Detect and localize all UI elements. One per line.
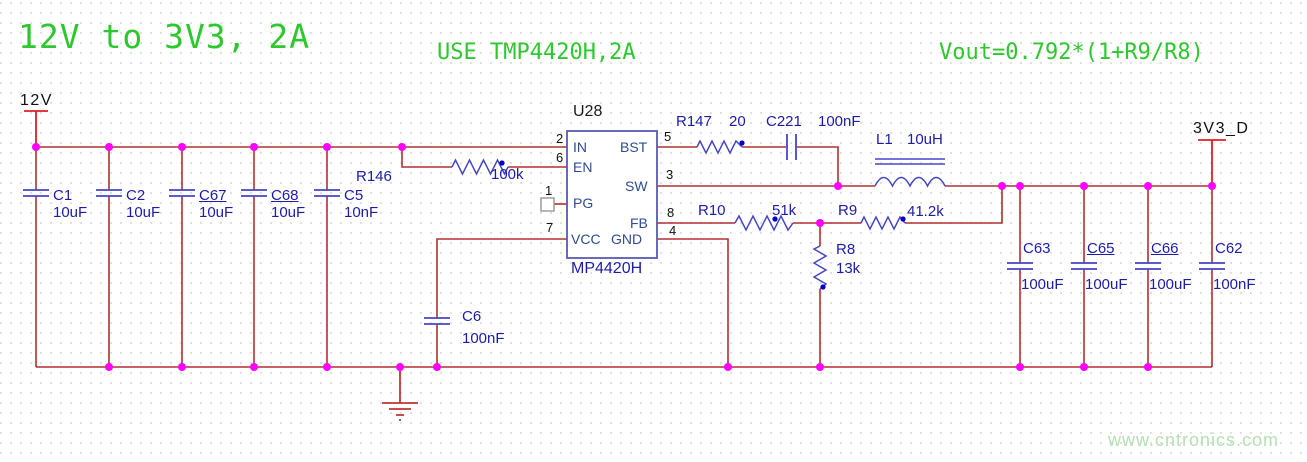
wire-bst xyxy=(657,146,839,186)
cap-c5-value: 10nF xyxy=(344,204,379,221)
power-port-12v xyxy=(24,110,48,147)
wire-gnd-pin xyxy=(657,238,729,367)
resistor-r9-value: 41.2k xyxy=(907,203,944,220)
cap-c66-value: 100uF xyxy=(1149,276,1192,293)
net-label-12v: 12V xyxy=(20,92,53,109)
resistor-symbol-r146 xyxy=(451,158,509,176)
cap-c2-ref: C2 xyxy=(126,187,146,204)
ic-designator: U28 xyxy=(573,103,603,120)
resistor-r8-ref: R8 xyxy=(836,241,856,258)
pin-number-2: 2 xyxy=(556,131,564,146)
resistor-r10-ref: R10 xyxy=(698,202,726,219)
capacitor-symbol-c66 xyxy=(1135,262,1161,270)
ic-pin-name-en: EN xyxy=(573,159,593,175)
inductor-symbol-l1 xyxy=(874,176,946,188)
cap-c5-ref: C5 xyxy=(344,187,364,204)
pin-number-5: 5 xyxy=(664,129,672,144)
pin-number-4: 4 xyxy=(669,223,677,238)
cap-c63-value: 100uF xyxy=(1021,276,1064,293)
cap-c68-ref: C68 xyxy=(271,187,299,204)
power-ports xyxy=(24,110,1226,186)
ground-symbol xyxy=(382,367,418,421)
vout-formula-note: Vout=0.792*(1+R9/R8) xyxy=(939,40,1204,65)
pin-number-6: 6 xyxy=(556,150,564,165)
ic-pin-name-vcc: VCC xyxy=(571,231,601,247)
cap-c65-value: 100uF xyxy=(1085,276,1128,293)
pin-number-3: 3 xyxy=(666,167,674,182)
capacitor-symbol-c63 xyxy=(1007,262,1033,270)
inductor-core-l1 xyxy=(875,158,945,165)
ic-body-u28 xyxy=(566,130,658,259)
cap-c63-ref: C63 xyxy=(1023,240,1051,257)
ic-part-number: MP4420H xyxy=(571,260,643,277)
resistor-r147-ref: R147 xyxy=(676,113,712,130)
cap-c62-value: 100nF xyxy=(1213,276,1256,293)
net-label-3v3d: 3V3_D xyxy=(1193,120,1250,137)
wire-en xyxy=(401,147,567,168)
inductor-l1-value: 10uH xyxy=(907,131,943,148)
resistor-r10-value: 51k xyxy=(772,202,797,219)
junction-dots xyxy=(32,143,1216,371)
capacitor-symbol-c221 xyxy=(786,134,797,160)
pg-unconnected-square xyxy=(540,197,555,212)
pin-number-7: 7 xyxy=(546,220,554,235)
cap-c62-ref: C62 xyxy=(1215,240,1243,257)
capacitor-symbol-c65 xyxy=(1071,262,1097,270)
ic-pin-name-sw: SW xyxy=(625,178,648,194)
power-port-3v3d xyxy=(1198,139,1226,186)
resistor-r9-ref: R9 xyxy=(838,202,858,219)
resistor-layer xyxy=(451,139,946,290)
resistor-symbol-r8 xyxy=(812,245,828,290)
cap-c6-ref: C6 xyxy=(462,308,482,325)
pin-number-8: 8 xyxy=(667,205,675,220)
ic-pin-name-pg: PG xyxy=(573,195,594,211)
capacitor-symbol-c67 xyxy=(169,189,195,197)
wire-fb xyxy=(657,186,1003,224)
wire-layer xyxy=(35,146,1213,368)
cap-c221-value: 100nF xyxy=(818,113,861,130)
capacitor-symbol-c6 xyxy=(424,317,450,325)
resistor-r147-value: 20 xyxy=(729,113,746,130)
symbol-layer xyxy=(23,134,1225,325)
ic-pin-name-in: IN xyxy=(573,139,587,155)
node-dots xyxy=(499,140,906,290)
resistor-symbol-r147 xyxy=(696,139,743,155)
cap-c2-value: 10uF xyxy=(126,204,161,221)
resistor-r146-ref: R146 xyxy=(356,168,392,185)
resistor-r146-value: 100k xyxy=(491,166,524,183)
cap-c1-ref: C1 xyxy=(53,187,73,204)
capacitor-symbol-c1 xyxy=(23,189,49,197)
inductor-l1-ref: L1 xyxy=(876,131,893,148)
cap-c221-ref: C221 xyxy=(766,113,802,130)
capacitor-symbol-c2 xyxy=(96,189,122,197)
cap-c1-value: 10uF xyxy=(53,204,88,221)
capacitor-symbol-c62 xyxy=(1199,262,1225,270)
cap-c65-ref: C65 xyxy=(1087,240,1115,257)
ic-pin-name-gnd: GND xyxy=(611,231,643,247)
cap-c68-value: 10uF xyxy=(271,204,306,221)
resistor-symbol-r10 xyxy=(734,214,794,232)
watermark: www.cntronics.com xyxy=(1108,430,1280,450)
ic-pin-name-bst: BST xyxy=(620,139,648,155)
cap-c6-value: 100nF xyxy=(462,330,505,347)
cap-c66-ref: C66 xyxy=(1151,240,1179,257)
wire-vcc-c6 xyxy=(436,238,567,367)
resistor-r8-value: 13k xyxy=(836,260,861,277)
resistor-symbol-r9 xyxy=(860,215,906,231)
capacitor-symbol-c5 xyxy=(314,189,340,197)
capacitor-symbol-c68 xyxy=(241,189,267,197)
ic-pin-name-fb: FB xyxy=(630,215,648,231)
cap-c67-value: 10uF xyxy=(199,204,234,221)
cap-c67-ref: C67 xyxy=(199,187,227,204)
pin-number-1: 1 xyxy=(545,183,553,198)
use-note: USE TMP4420H,2A xyxy=(437,40,636,65)
schematic-title: 12V to 3V3, 2A xyxy=(18,17,311,56)
